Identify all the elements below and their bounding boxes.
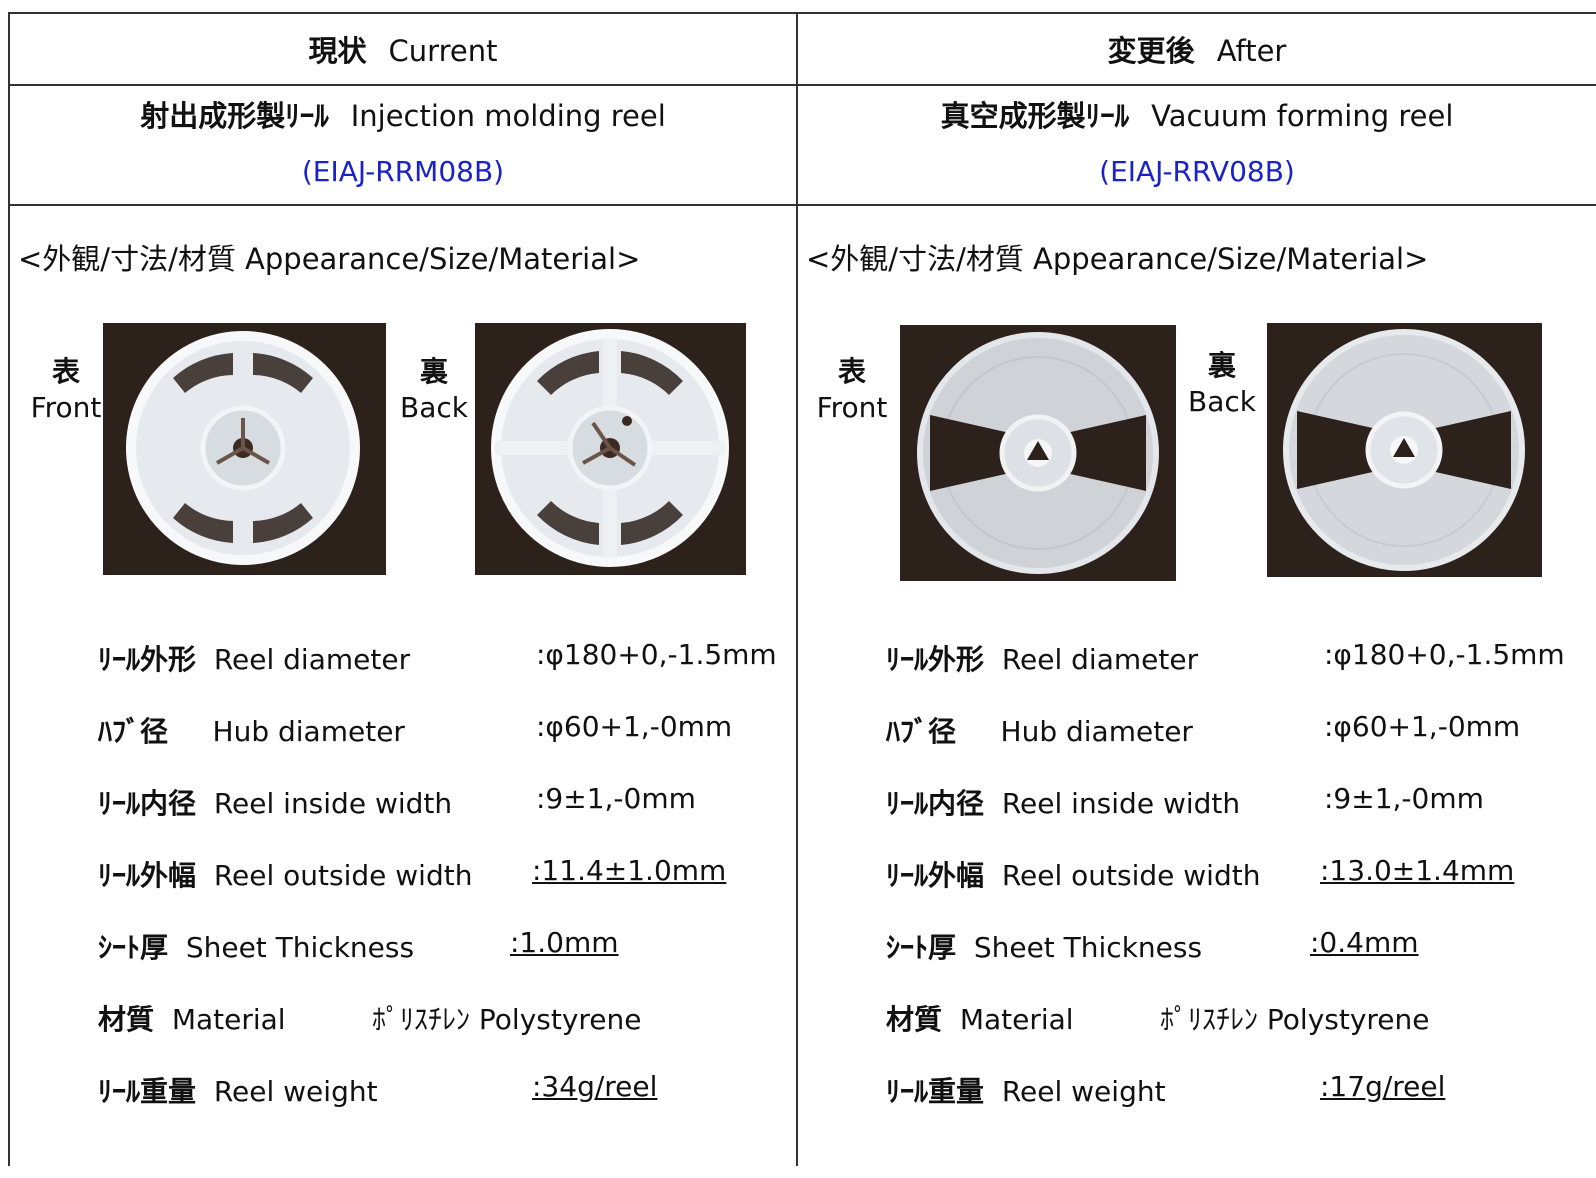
header-current-en: Current (388, 34, 498, 68)
after-spec-1-en: Reel diameter (1001, 643, 1199, 676)
after-spec-7-value: :17g/reel (1320, 1070, 1446, 1103)
header-after: 変更後 After (796, 12, 1596, 86)
current-section-title: <外観/寸法/材質 Appearance/Size/Material> (18, 242, 641, 276)
after-spec-5-en: Sheet Thickness (973, 931, 1203, 964)
after-spec-row-3: ﾘｰﾙ内径 Reel inside width (886, 782, 1240, 822)
current-front-label-en: Front (30, 391, 102, 424)
after-back-label-en: Back (1188, 385, 1256, 418)
current-spec-3-en: Reel inside width (213, 787, 453, 820)
after-front-label-ja: 表 (837, 355, 866, 388)
current-spec-row-6: 材質 Material (98, 998, 286, 1038)
current-reel-standard: (EIAJ-RRM08B) (301, 155, 505, 188)
vacuum-reel-front-photo (900, 325, 1176, 581)
current-back-label-ja: 裏 (419, 355, 448, 388)
header-after-ja: 変更後 (1107, 34, 1195, 68)
after-spec-6-en: Material (959, 1003, 1074, 1036)
after-spec-2-value: :φ60+1,-0mm (1324, 710, 1521, 743)
after-spec-6-value: ﾎﾟﾘｽﾁﾚﾝ Polystyrene (1160, 1003, 1430, 1036)
current-spec-3-value: :9±1,-0mm (536, 782, 696, 815)
current-spec-1-value: :φ180+0,-1.5mm (536, 638, 777, 671)
vacuum-reel-back-photo (1267, 323, 1542, 577)
after-spec-6-ja: 材質 (886, 1003, 943, 1036)
current-spec-row-7: ﾘｰﾙ重量 Reel weight (98, 1070, 378, 1110)
comparison-sheet: 現状 Current 変更後 After 射出成形製ﾘｰﾙ Injection mol… (8, 12, 1596, 1178)
vacuum-reel-back-image (1283, 329, 1525, 571)
current-reel-name-ja: 射出成形製ﾘｰﾙ (140, 99, 329, 133)
current-back-label: 裏 Back (394, 354, 474, 426)
after-spec-row-5: ｼｰﾄ厚 Sheet Thickness (886, 926, 1202, 966)
current-spec-row-3: ﾘｰﾙ内径 Reel inside width (98, 782, 452, 822)
current-spec-6-ja: 材質 (98, 1003, 155, 1036)
current-spec-2-value: :φ60+1,-0mm (536, 710, 733, 743)
current-front-label: 表 Front (26, 354, 106, 426)
header-after-en: After (1216, 34, 1287, 68)
after-spec-7-en: Reel weight (1001, 1075, 1166, 1108)
after-spec-2-ja: ﾊﾌﾞ径 (886, 715, 957, 748)
vacuum-reel-front-image (917, 332, 1159, 574)
after-reel-name-ja: 真空成形製ﾘｰﾙ (940, 99, 1130, 133)
current-spec-2-en: Hub diameter (212, 715, 405, 748)
current-spec-4-value: :11.4±1.0mm (532, 854, 727, 887)
current-spec-2-ja: ﾊﾌﾞ径 (98, 715, 169, 748)
current-spec-row-4: ﾘｰﾙ外幅 Reel outside width (98, 854, 472, 894)
current-spec-6-en: Material (171, 1003, 286, 1036)
current-reel-name-cell: 射出成形製ﾘｰﾙ Injection molding reel (EIAJ-RRM… (8, 84, 798, 206)
current-spec-6-value: ﾎﾟﾘｽﾁﾚﾝ Polystyrene (372, 1003, 642, 1036)
after-reel-name-en: Vacuum forming reel (1151, 99, 1454, 133)
after-spec-3-value: :9±1,-0mm (1324, 782, 1484, 815)
after-section-title: <外観/寸法/材質 Appearance/Size/Material> (806, 242, 1429, 276)
current-spec-row-5: ｼｰﾄ厚 Sheet Thickness (98, 926, 414, 966)
after-reel-name-cell: 真空成形製ﾘｰﾙ Vacuum forming reel (EIAJ-RRV08B… (796, 84, 1596, 206)
after-front-label-en: Front (816, 391, 888, 424)
after-spec-4-en: Reel outside width (1001, 859, 1261, 892)
current-spec-7-en: Reel weight (213, 1075, 378, 1108)
current-spec-row-1: ﾘｰﾙ外形 Reel diameter (98, 638, 410, 678)
current-spec-row-2: ﾊﾌﾞ径 Hub diameter (98, 710, 405, 750)
after-spec-1-value: :φ180+0,-1.5mm (1324, 638, 1565, 671)
after-spec-row-1: ﾘｰﾙ外形 Reel diameter (886, 638, 1198, 678)
current-reel-name-en: Injection molding reel (350, 99, 666, 133)
current-front-label-ja: 表 (51, 355, 80, 388)
current-spec-1-en: Reel diameter (213, 643, 411, 676)
current-spec-7-value: :34g/reel (532, 1070, 658, 1103)
current-spec-1-ja: ﾘｰﾙ外形 (98, 643, 197, 676)
comparison-table: 現状 Current 変更後 After 射出成形製ﾘｰﾙ Injection mol… (8, 12, 1596, 1166)
current-spec-4-en: Reel outside width (213, 859, 473, 892)
after-spec-2-en: Hub diameter (1000, 715, 1193, 748)
after-spec-4-value: :13.0±1.4mm (1320, 854, 1515, 887)
after-spec-3-en: Reel inside width (1001, 787, 1241, 820)
header-current-ja: 現状 (308, 34, 367, 68)
injection-reel-back-image (491, 329, 729, 567)
after-back-label-ja: 裏 (1207, 349, 1236, 382)
after-spec-row-2: ﾊﾌﾞ径 Hub diameter (886, 710, 1193, 750)
after-back-label: 裏 Back (1182, 348, 1262, 420)
current-spec-4-ja: ﾘｰﾙ外幅 (98, 859, 197, 892)
after-spec-5-value: :0.4mm (1310, 926, 1419, 959)
after-details-cell: <外観/寸法/材質 Appearance/Size/Material> 表 Fr… (796, 204, 1596, 1166)
current-spec-3-ja: ﾘｰﾙ内径 (98, 787, 197, 820)
after-spec-3-ja: ﾘｰﾙ内径 (886, 787, 985, 820)
after-spec-row-6: 材質 Material (886, 998, 1074, 1038)
after-spec-7-ja: ﾘｰﾙ重量 (886, 1075, 985, 1108)
current-spec-5-value: :1.0mm (510, 926, 619, 959)
injection-reel-front-image (126, 331, 360, 565)
current-spec-5-ja: ｼｰﾄ厚 (98, 931, 169, 964)
after-spec-5-ja: ｼｰﾄ厚 (886, 931, 957, 964)
after-spec-1-ja: ﾘｰﾙ外形 (886, 643, 985, 676)
current-spec-5-en: Sheet Thickness (185, 931, 415, 964)
after-reel-standard: (EIAJ-RRV08B) (1099, 155, 1295, 188)
current-spec-7-ja: ﾘｰﾙ重量 (98, 1075, 197, 1108)
after-spec-row-7: ﾘｰﾙ重量 Reel weight (886, 1070, 1166, 1110)
injection-reel-back-photo (475, 323, 746, 575)
after-spec-row-4: ﾘｰﾙ外幅 Reel outside width (886, 854, 1260, 894)
injection-reel-front-photo (103, 323, 386, 575)
after-front-label: 表 Front (812, 354, 892, 426)
current-details-cell: <外観/寸法/材質 Appearance/Size/Material> 表 Fr… (8, 204, 798, 1166)
current-back-label-en: Back (400, 391, 468, 424)
header-current: 現状 Current (8, 12, 798, 86)
after-spec-4-ja: ﾘｰﾙ外幅 (886, 859, 985, 892)
